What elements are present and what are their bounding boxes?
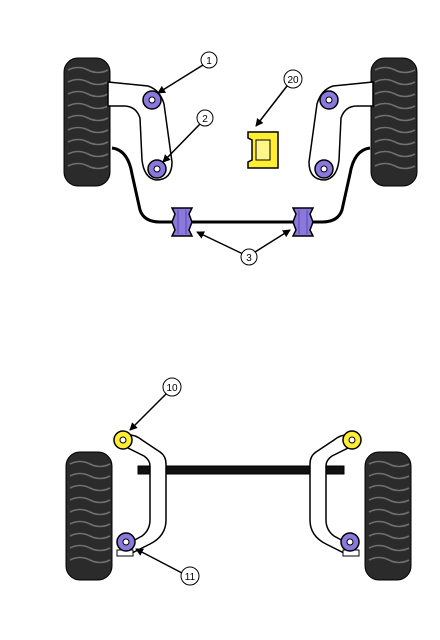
front-right-tyre	[370, 57, 418, 187]
callout-3-label: 3	[246, 253, 252, 264]
callout-10: 10	[129, 377, 182, 431]
front-left-tyre	[63, 57, 111, 187]
rear-left-tyre	[65, 451, 113, 581]
callout-11: 11	[135, 548, 200, 586]
bush-2-left	[147, 159, 167, 179]
bush-11-right	[340, 532, 360, 552]
front-suspension: 1 2 20 3	[63, 51, 418, 266]
anti-roll-bar-bush-right	[291, 207, 315, 237]
bush-20-yellow	[247, 131, 279, 169]
bush-1-left	[142, 90, 162, 110]
callout-20-label: 20	[287, 75, 299, 86]
callout-2: 2	[162, 109, 214, 163]
bush-10-left	[113, 430, 133, 450]
callout-10-label: 10	[166, 383, 178, 394]
anti-roll-bar-bush-left	[170, 207, 194, 237]
callout-20: 20	[255, 69, 303, 127]
bush-10-right	[342, 430, 362, 450]
front-anti-roll-bar	[111, 146, 371, 224]
callout-1-label: 1	[206, 56, 212, 67]
rear-suspension: 10 11	[65, 377, 412, 586]
rear-right-arm	[309, 433, 360, 555]
callout-2-label: 2	[202, 114, 208, 125]
bush-2-right	[314, 159, 334, 179]
rear-left-arm	[116, 433, 167, 555]
callout-3: 3	[196, 229, 291, 266]
callout-11-label: 11	[185, 572, 196, 583]
rear-anti-roll-bar	[137, 465, 345, 475]
rear-right-tyre	[364, 451, 412, 581]
bush-1-right	[319, 90, 339, 110]
callout-1: 1	[157, 51, 218, 94]
bush-11-left	[116, 532, 136, 552]
